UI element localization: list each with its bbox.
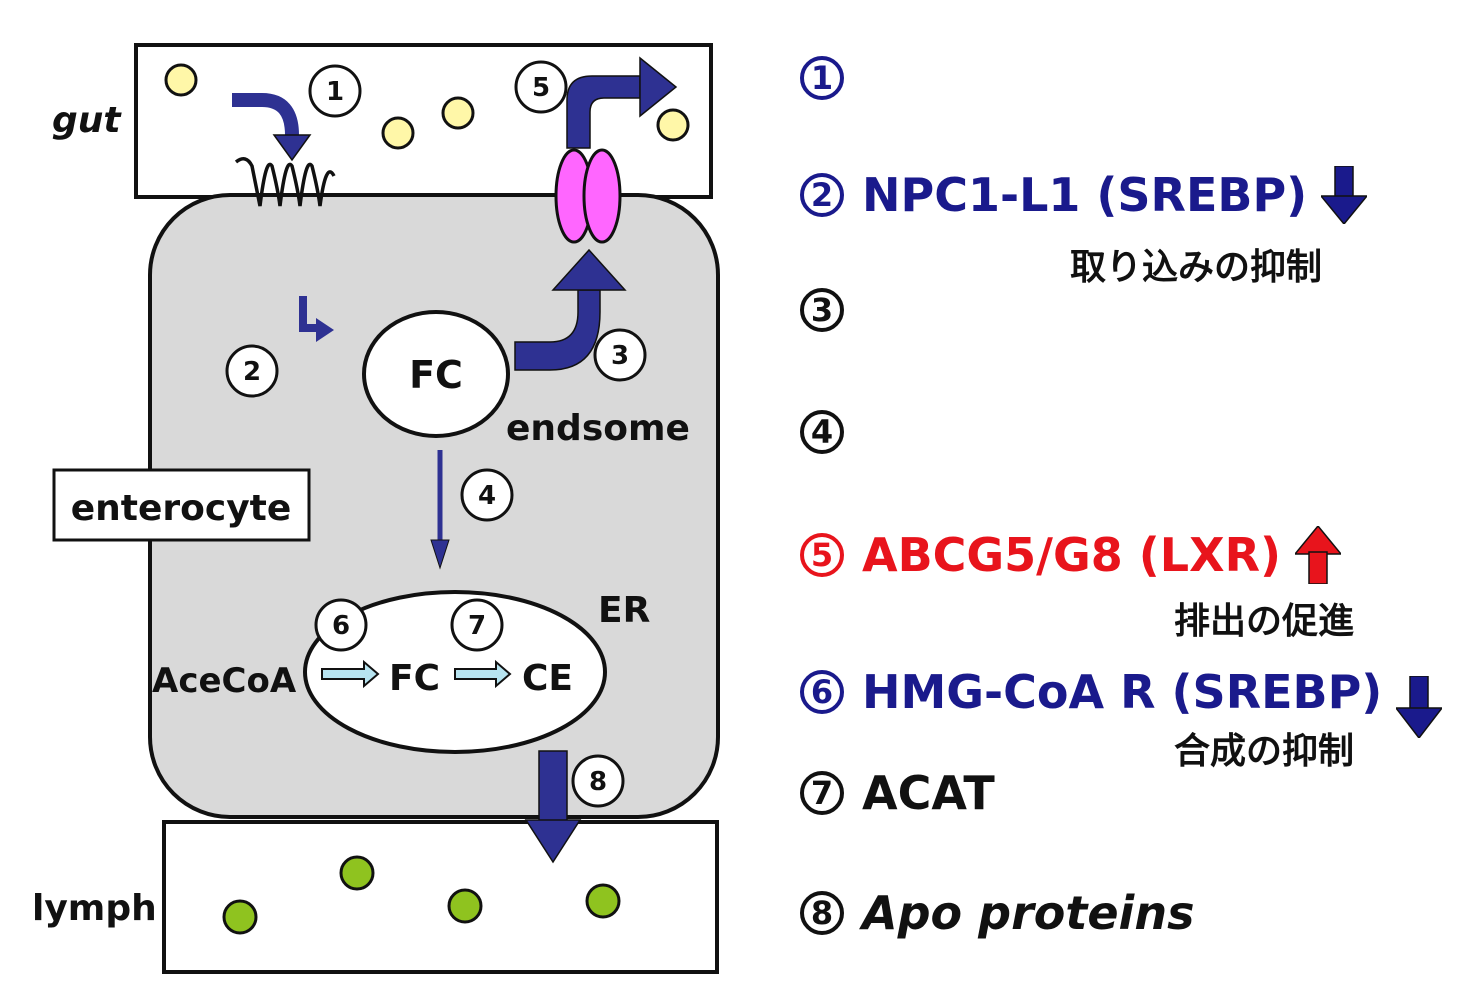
efflux-arrow-head <box>551 248 627 291</box>
legend-number-4: 4 <box>800 410 844 454</box>
step-marker-4: 4 <box>460 468 514 522</box>
svg-text:1: 1 <box>326 77 344 107</box>
legend-number-3: 3 <box>800 288 844 332</box>
legend-note-6: 合成の抑制 <box>1174 731 1355 772</box>
lipoprotein-particle <box>447 888 483 924</box>
legend-row-6: 6 HMG-CoA R (SREBP) <box>800 646 1443 738</box>
svg-text:6: 6 <box>332 611 350 641</box>
acat-arrow-icon <box>454 659 512 689</box>
esterification-path-arrow-head <box>430 539 450 570</box>
secretion-arrow-body <box>538 750 568 822</box>
internalization-arrow <box>299 296 318 332</box>
secretion-arrow-head <box>524 819 582 864</box>
lipoprotein-particle <box>585 883 621 919</box>
acecoa-label: AceCoA <box>152 661 297 701</box>
step-marker-2: 2 <box>225 344 279 398</box>
step-marker-7: 7 <box>450 598 504 652</box>
svg-text:4: 4 <box>478 481 496 511</box>
svg-text:2: 2 <box>243 357 261 387</box>
synthesis-arrow-icon <box>321 659 380 689</box>
endosome-label: endsome <box>506 408 690 449</box>
svg-text:5: 5 <box>532 73 550 103</box>
npc1l1-transporter-icon <box>234 157 336 207</box>
ce-label: CE <box>522 658 573 699</box>
cholesterol-particle <box>656 108 690 142</box>
legend-number-2: 2 <box>800 173 844 217</box>
fc-label: FC <box>409 353 463 397</box>
er-fc-label: FC <box>389 658 440 699</box>
efflux-arrow-body <box>514 289 601 371</box>
cholesterol-pathway-diagram: FC endsome ER AceCoA FC CE gut lymph ent… <box>32 43 720 974</box>
svg-text:7: 7 <box>468 611 486 641</box>
legend-text-8: Apo proteins <box>862 886 1195 940</box>
legend-text-6: HMG-CoA R (SREBP) <box>862 665 1383 719</box>
lymph-label: lymph <box>32 888 157 929</box>
gut-lumen-box <box>134 43 713 199</box>
lymph-box <box>162 820 719 974</box>
enterocyte-label: enterocyte <box>71 488 292 529</box>
lipoprotein-particle <box>222 899 258 935</box>
step-marker-3: 3 <box>593 328 647 382</box>
svg-text:3: 3 <box>611 341 629 371</box>
legend-row-3: 3 <box>800 288 862 332</box>
legend-text-7: ACAT <box>862 766 995 820</box>
enterocyte-label-box <box>52 468 311 542</box>
cholesterol-particle <box>441 96 475 130</box>
free-cholesterol-node <box>362 310 510 438</box>
cholesterol-particle <box>164 63 198 97</box>
svg-text:8: 8 <box>589 767 607 797</box>
legend-number-6: 6 <box>800 670 844 714</box>
step-marker-8: 8 <box>571 754 625 808</box>
legend-row-7: 7 ACAT <box>800 766 995 820</box>
down-arrow-icon <box>1321 166 1368 224</box>
lipoprotein-particle <box>339 855 375 891</box>
uptake-arrow-head <box>272 134 312 162</box>
up-arrow-icon <box>1295 526 1342 584</box>
down-arrow-icon <box>1396 676 1443 738</box>
legend-row-8: 8 Apo proteins <box>800 886 1194 940</box>
legend-row-5: 5 ABCG5/G8 (LXR) <box>800 526 1342 584</box>
legend-text-5: ABCG5/G8 (LXR) <box>862 528 1282 582</box>
gut-label: gut <box>52 100 122 141</box>
legend-note-2: 取り込みの抑制 <box>1070 247 1323 288</box>
excretion-arrow-head <box>639 56 678 118</box>
step-marker-6: 6 <box>314 598 368 652</box>
legend-row-4: 4 <box>800 410 862 454</box>
step-marker-1: 1 <box>308 64 362 118</box>
legend-number-8: 8 <box>800 891 844 935</box>
legend-number-7: 7 <box>800 771 844 815</box>
er-label: ER <box>598 590 650 631</box>
legend-number-5: 5 <box>800 533 844 577</box>
legend-text-2: NPC1-L1 (SREBP) <box>862 168 1308 222</box>
legend-note-5: 排出の促進 <box>1174 601 1355 642</box>
legend-row-1: 1 <box>800 56 862 100</box>
step-marker-5: 5 <box>514 60 568 114</box>
legend-number-1: 1 <box>800 56 844 100</box>
cholesterol-particle <box>381 116 415 150</box>
legend-row-2: 2 NPC1-L1 (SREBP) <box>800 166 1368 224</box>
abcg5-g8-transporter-right <box>582 148 622 244</box>
legend-panel: 1 2 NPC1-L1 (SREBP) 取り込みの抑制 3 4 5 ABCG5/… <box>800 0 1470 1003</box>
internalization-arrow-head <box>316 318 334 342</box>
